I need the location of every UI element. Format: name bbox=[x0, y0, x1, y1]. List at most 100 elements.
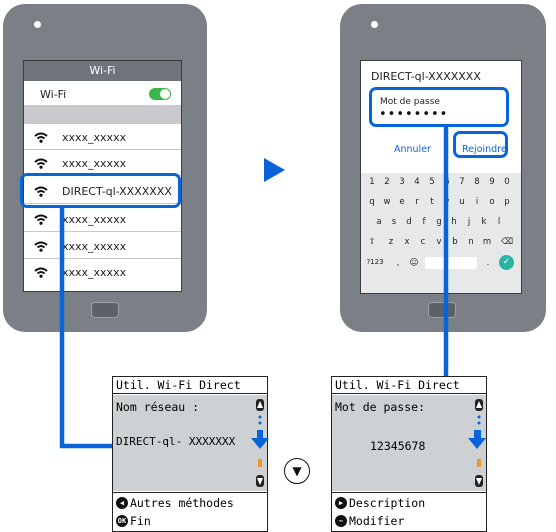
key[interactable]: l bbox=[497, 217, 501, 227]
wifi-signal-icon bbox=[34, 158, 48, 169]
key[interactable]: p bbox=[504, 197, 510, 207]
next-step-arrow-icon bbox=[264, 158, 285, 182]
camera-dot bbox=[34, 21, 41, 28]
home-button bbox=[428, 302, 456, 318]
other-methods-option[interactable]: ◀ Autres méthodes bbox=[116, 496, 234, 510]
footer-label: Autres méthodes bbox=[130, 496, 234, 510]
key[interactable]: f bbox=[422, 217, 426, 227]
ok-icon: OK bbox=[116, 515, 128, 527]
password-field[interactable]: •••••••• bbox=[379, 107, 449, 122]
key[interactable]: i bbox=[475, 197, 479, 207]
key[interactable]: s bbox=[391, 217, 397, 227]
shift-key[interactable]: ⇧ bbox=[368, 237, 376, 247]
key[interactable]: e bbox=[399, 197, 405, 207]
join-button-highlight bbox=[453, 131, 508, 158]
right-arrow-icon: ▶ bbox=[335, 497, 347, 509]
toggle-knob bbox=[160, 89, 170, 99]
key[interactable]: 7 bbox=[459, 177, 465, 187]
printer-panel-network-name: Util. Wi-Fi Direct Nom réseau : DIRECT-q… bbox=[112, 376, 268, 532]
network-name: xxxx_xxxxx bbox=[62, 266, 127, 279]
wifi-toggle[interactable] bbox=[149, 88, 171, 100]
symbols-key[interactable]: ?123 bbox=[366, 258, 384, 266]
key[interactable]: a bbox=[376, 217, 382, 227]
key[interactable]: u bbox=[459, 197, 465, 207]
printer-panel-password: Util. Wi-Fi Direct Mot de passe: 1234567… bbox=[331, 376, 487, 532]
panel-body: Mot de passe: 12345678 bbox=[332, 395, 486, 491]
key[interactable]: m bbox=[482, 237, 492, 247]
key[interactable]: 2 bbox=[384, 177, 390, 187]
key[interactable]: . bbox=[486, 258, 490, 268]
key[interactable]: 9 bbox=[489, 177, 495, 187]
home-button bbox=[91, 302, 119, 318]
network-item[interactable]: xxxx_xxxxx bbox=[24, 236, 181, 259]
wifi-title: Wi-Fi bbox=[24, 61, 181, 81]
key[interactable]: k bbox=[481, 217, 487, 227]
network-name: xxxx_xxxxx bbox=[62, 131, 127, 144]
wifi-signal-icon bbox=[34, 241, 48, 252]
key[interactable]: h bbox=[451, 217, 457, 227]
panel-title: Util. Wi-Fi Direct bbox=[332, 377, 486, 394]
password-screen: DIRECT-ql-XXXXXXX Mot de passe •••••••• … bbox=[360, 60, 522, 294]
network-name: DIRECT-ql-XXXXXXX bbox=[62, 185, 172, 198]
key[interactable]: 0 bbox=[504, 177, 510, 187]
network-name-value: DIRECT-ql- XXXXXXX bbox=[116, 435, 236, 448]
key[interactable]: n bbox=[468, 237, 474, 247]
network-item[interactable]: xxxx_xxxxx bbox=[24, 127, 181, 150]
key[interactable]: t bbox=[430, 197, 434, 207]
key[interactable]: o bbox=[489, 197, 495, 207]
key[interactable]: z bbox=[388, 237, 394, 247]
down-button[interactable]: ▼ bbox=[284, 458, 310, 484]
panel-footer: ▶ Description − Modifier bbox=[332, 492, 486, 531]
backspace-key[interactable]: ⌫ bbox=[500, 237, 514, 247]
key[interactable]: j bbox=[467, 217, 471, 227]
network-item[interactable]: xxxx_xxxxx bbox=[24, 262, 181, 284]
join-button[interactable]: Rejoindre bbox=[462, 144, 507, 155]
network-name: xxxx_xxxxx bbox=[62, 240, 127, 253]
key[interactable]: 3 bbox=[399, 177, 405, 187]
wifi-signal-icon bbox=[34, 214, 48, 225]
key[interactable]: d bbox=[406, 217, 412, 227]
network-item[interactable]: xxxx_xxxxx bbox=[24, 209, 181, 232]
left-connector bbox=[59, 208, 112, 449]
modify-option[interactable]: − Modifier bbox=[335, 514, 404, 528]
network-name-title: DIRECT-ql-XXXXXXX bbox=[371, 70, 481, 83]
key[interactable]: 4 bbox=[414, 177, 420, 187]
key[interactable]: r bbox=[415, 197, 419, 207]
password-label: Mot de passe bbox=[380, 97, 440, 107]
wifi-toggle-label: Wi-Fi bbox=[40, 88, 67, 101]
space-bar[interactable] bbox=[425, 257, 477, 269]
description-option[interactable]: ▶ Description bbox=[335, 496, 425, 510]
panel-title: Util. Wi-Fi Direct bbox=[113, 377, 267, 394]
right-phone: DIRECT-ql-XXXXXXX Mot de passe •••••••• … bbox=[340, 4, 546, 332]
key[interactable]: q bbox=[369, 197, 375, 207]
wifi-screen: Wi-Fi Wi-Fi xxxx_xxxxx xxxx_xxxxx DIRECT… bbox=[23, 60, 182, 292]
panel-label: Nom réseau : bbox=[116, 400, 200, 414]
password-value: 12345678 bbox=[370, 439, 426, 453]
section-divider bbox=[24, 106, 181, 124]
key[interactable]: 1 bbox=[369, 177, 375, 187]
wifi-signal-icon bbox=[34, 267, 48, 278]
scroll-down-arrow-icon bbox=[468, 430, 486, 449]
key[interactable]: c bbox=[420, 237, 426, 247]
cancel-button[interactable]: Annuler bbox=[394, 144, 431, 155]
key[interactable]: , bbox=[396, 258, 400, 268]
enter-key[interactable]: ✓ bbox=[499, 255, 514, 270]
network-item-direct[interactable]: DIRECT-ql-XXXXXXX bbox=[24, 181, 181, 204]
key[interactable]: 5 bbox=[429, 177, 435, 187]
footer-label: Fin bbox=[130, 514, 151, 528]
key[interactable]: x bbox=[404, 237, 410, 247]
down-arrow-icon: ▼ bbox=[292, 464, 302, 478]
minus-icon: − bbox=[335, 515, 347, 527]
key[interactable]: 8 bbox=[474, 177, 480, 187]
panel-body: Nom réseau : DIRECT-ql- XXXXXXX bbox=[113, 395, 267, 491]
key[interactable]: g bbox=[436, 217, 442, 227]
left-arrow-icon: ◀ bbox=[116, 497, 128, 509]
footer-label: Modifier bbox=[349, 514, 405, 528]
wifi-toggle-row[interactable]: Wi-Fi bbox=[24, 83, 181, 106]
key[interactable]: b bbox=[452, 237, 458, 247]
emoji-key[interactable]: ☺ bbox=[409, 258, 419, 268]
key[interactable]: w bbox=[383, 197, 391, 207]
finish-option[interactable]: OK Fin bbox=[116, 514, 151, 528]
key[interactable]: v bbox=[436, 237, 442, 247]
password-highlight bbox=[369, 87, 509, 127]
